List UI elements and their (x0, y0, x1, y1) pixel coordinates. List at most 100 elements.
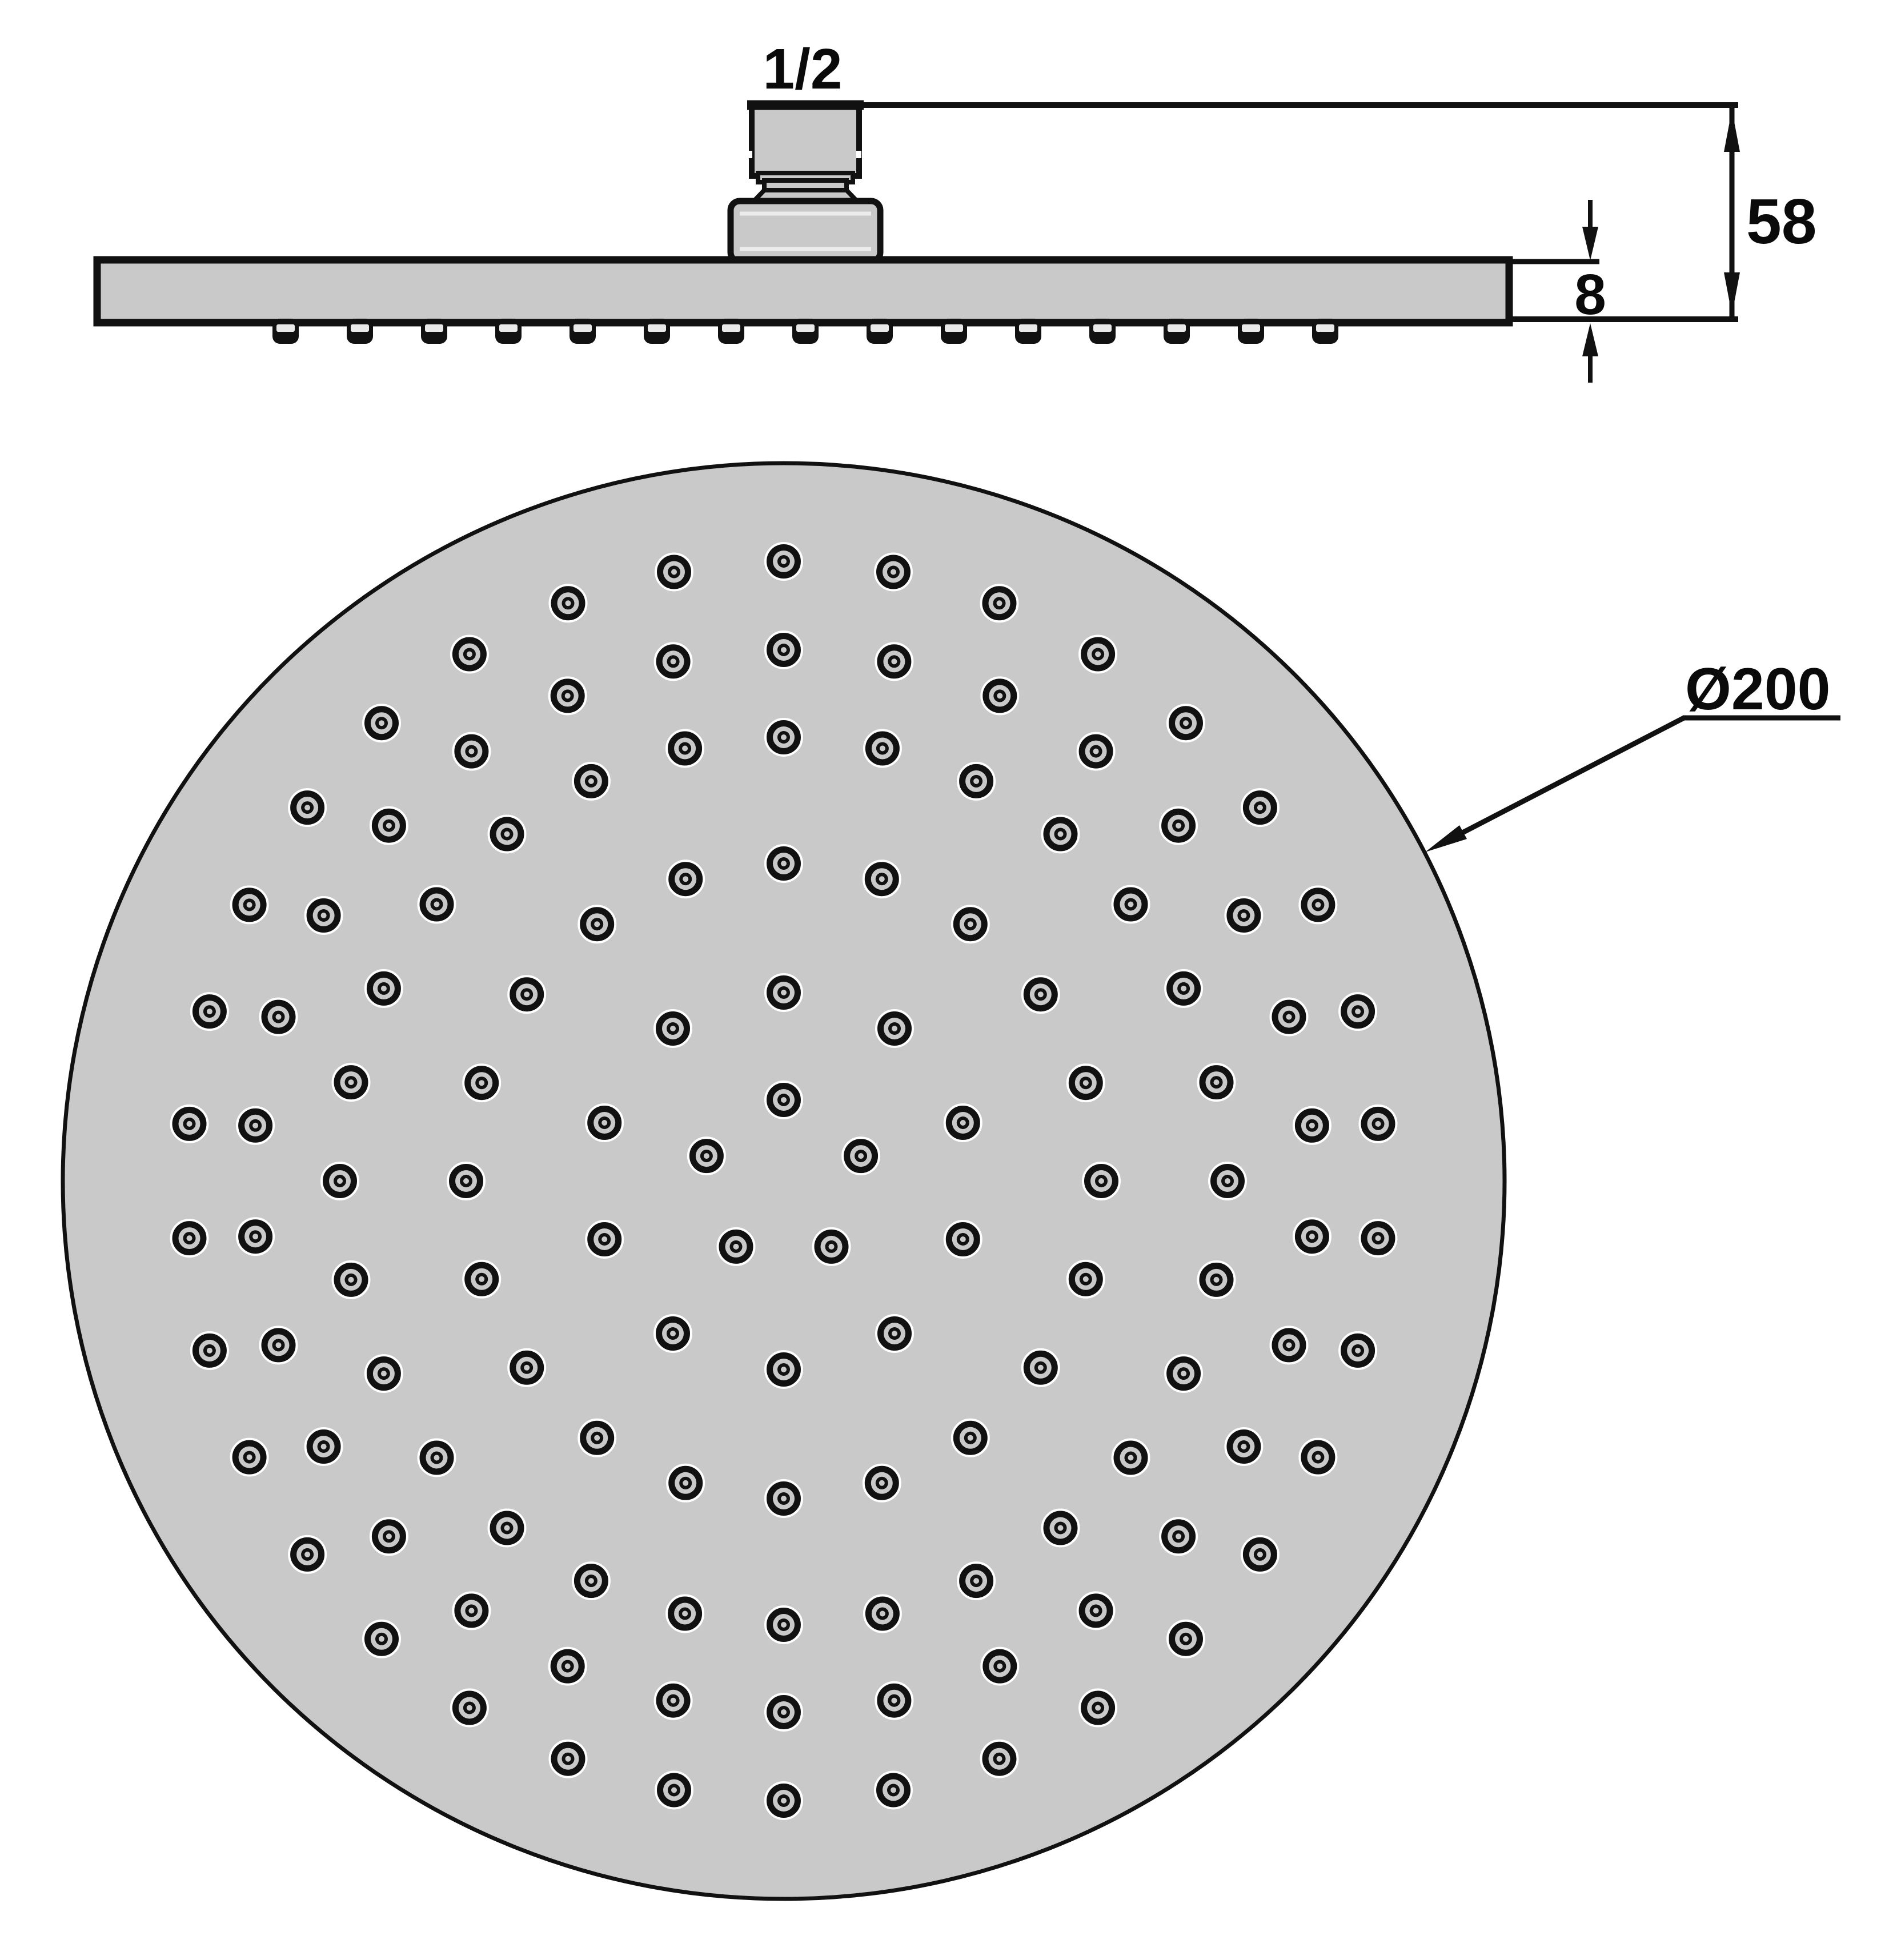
thread-connector (727, 100, 884, 265)
nozzle-hole (653, 1009, 692, 1048)
nozzle-nub (644, 319, 670, 344)
nozzle-hole (653, 1681, 693, 1720)
nozzle-hole (1269, 1326, 1309, 1365)
nozzle-hole (653, 1314, 692, 1353)
nozzle-hole (980, 584, 1019, 623)
nozzle-hole (1166, 704, 1205, 743)
nozzle-hole (863, 1594, 902, 1633)
thread-notch-right (856, 151, 861, 158)
nozzle-hole (259, 997, 298, 1037)
nozzle-hole (230, 1437, 269, 1477)
nozzle-hole (1224, 1427, 1264, 1466)
nozzle-hole (687, 1136, 726, 1176)
nozzle-hole (764, 542, 803, 581)
nozzle-nub (347, 319, 373, 344)
connector-flange (727, 198, 884, 265)
nozzle-hole (655, 552, 693, 592)
arrow-down (1724, 272, 1740, 315)
nozzle-hole (863, 729, 902, 768)
nozzle-hole (1197, 1260, 1236, 1299)
nozzle-hole (1111, 885, 1150, 924)
nozzle-hole (571, 761, 611, 801)
nozzle-hole (577, 1418, 617, 1457)
nozzle-hole (943, 1103, 982, 1142)
nozzle-hole (487, 1508, 527, 1548)
nozzle-nub (941, 319, 967, 344)
nozzle-hole (1066, 1259, 1105, 1299)
nozzle-hole (1292, 1106, 1331, 1145)
nozzle-nub (570, 319, 596, 344)
nozzle-nub (1312, 319, 1338, 344)
nozzle-hole (812, 1227, 851, 1266)
leader-arrow-head (1425, 825, 1467, 852)
nozzle-hole (665, 1594, 705, 1633)
nozzle-hole (943, 1220, 982, 1259)
diameter-label: Ø200 (1685, 656, 1830, 722)
nozzle-hole (236, 1217, 275, 1256)
arrow-head-down (1582, 227, 1598, 260)
nozzle-hole (666, 1463, 705, 1503)
diameter-callout: Ø200 (1425, 656, 1840, 852)
nozzle-hole (369, 1517, 408, 1556)
nozzle-nub (792, 319, 819, 344)
nozzle-hole (331, 1063, 371, 1102)
nozzle-hole (1041, 814, 1080, 854)
nozzle-hole (548, 1739, 588, 1778)
nozzle-hole (548, 1646, 587, 1686)
nozzle-hole (1208, 1162, 1247, 1200)
nozzle-hole (462, 1063, 502, 1103)
nozzle-hole (841, 1136, 881, 1176)
nozzle-hole (259, 1326, 298, 1365)
nozzle-hole (364, 1354, 403, 1393)
nozzle-hole (764, 630, 803, 669)
nozzle-hole (548, 676, 587, 716)
nozzle-hole (764, 718, 803, 757)
arrow-head-up (1582, 323, 1598, 356)
nozzle-hole (1298, 1437, 1338, 1477)
nozzle-nub (272, 319, 299, 344)
arrow-up (1724, 110, 1740, 152)
nozzle-hole (585, 1103, 624, 1142)
nozzle-hole (331, 1260, 371, 1299)
nozzle-hole (364, 969, 403, 1008)
nozzle-hole (1338, 992, 1378, 1031)
nozzle-hole (362, 1619, 401, 1658)
nozzle-hole (1240, 1535, 1280, 1574)
nozzle-hole (1166, 1619, 1205, 1658)
leader-diagonal (1435, 716, 1686, 848)
nozzle-hole (1338, 1331, 1378, 1370)
nozzle-hole (447, 1162, 486, 1200)
nozzle-hole (764, 1081, 803, 1119)
nozzle-hole (957, 1561, 996, 1601)
nozzle-nub (1089, 319, 1116, 344)
nozzle-hole (1240, 788, 1280, 828)
nozzle-hole (653, 642, 693, 681)
nozzle-hole (1076, 732, 1116, 771)
nozzle-hole (236, 1106, 275, 1145)
nozzle-hole (764, 1350, 803, 1389)
nozzle-hole (764, 1605, 803, 1644)
nozzle-hole (1021, 975, 1060, 1014)
nozzle-hole (1164, 1354, 1204, 1393)
nozzle-hole (764, 1781, 803, 1820)
nozzle-hole (487, 814, 527, 854)
nozzle-hole (507, 1348, 547, 1387)
nozzle-hole (190, 992, 229, 1031)
face-view (61, 461, 1507, 1901)
nozzle-hole (1111, 1438, 1150, 1477)
nozzle-nub (867, 319, 893, 344)
nozzle-hole (577, 905, 617, 944)
nozzle-hole (288, 788, 327, 828)
nozzle-hole (507, 975, 547, 1014)
nozzle-hole (1224, 896, 1264, 935)
nozzle-hole (230, 885, 269, 925)
nozzle-hole (1066, 1063, 1105, 1103)
thickness-label: 8 (1574, 263, 1606, 327)
nozzle-hole (452, 732, 491, 771)
nozzle-hole (980, 1739, 1019, 1778)
thread-nipple (749, 102, 862, 179)
nozzle-hole (950, 905, 990, 944)
nozzle-hole (304, 896, 343, 935)
nozzle-hole (862, 1463, 901, 1503)
nozzle-hole (764, 1693, 803, 1732)
